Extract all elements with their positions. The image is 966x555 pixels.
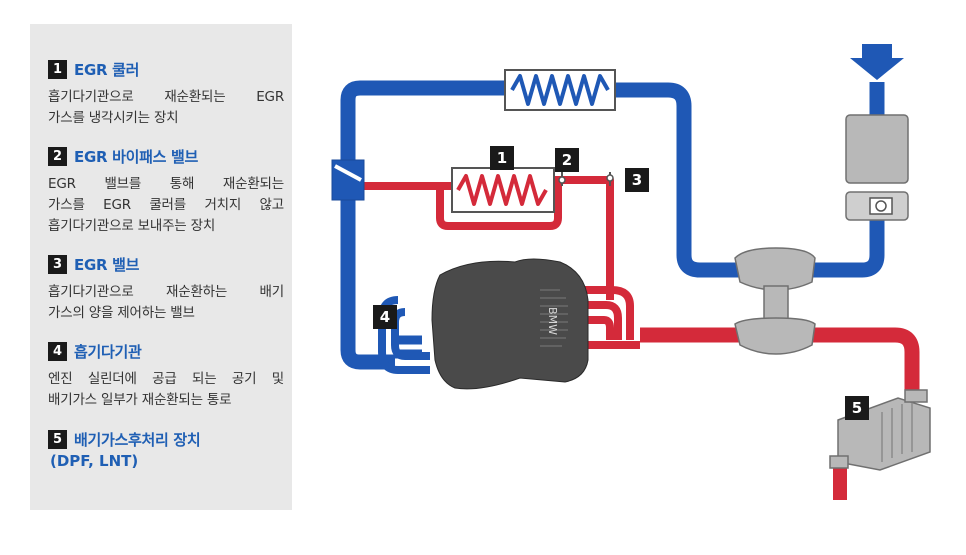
- number-badge: 5: [48, 429, 67, 449]
- legend-item-egr-valve: 3 EGR 밸브 흡기다기관으로 재순환하는 배기 가스의 양을 제어하는 밸브: [48, 253, 284, 324]
- number-badge: 4: [48, 341, 67, 361]
- desc-line: 흡기다기관으로 재순환되는 EGR: [48, 89, 284, 105]
- legend-title: EGR 바이패스 밸브: [74, 147, 199, 166]
- desc-line: 가스를 EGR 쿨러를 거치지 않고: [48, 197, 284, 213]
- bypass-valve-marker: [558, 172, 566, 186]
- legend-title: 흡기다기관: [74, 342, 142, 361]
- badge-text: 3: [632, 171, 642, 189]
- legend-item-intake-manifold: 4 흡기다기관 엔진 실린더에 공급 되는 공기 및 배기가스 일부가 재순환되…: [48, 340, 284, 411]
- legend-item-aftertreatment: 5 배기가스후처리 장치 (DPF, LNT): [48, 428, 284, 470]
- desc-line: 흡기다기관으로 보내주는 장치: [48, 218, 216, 234]
- legend-title: 배기가스후처리 장치: [74, 430, 201, 449]
- exhaust-pipes: [356, 176, 920, 500]
- engine-shape: [431, 258, 589, 390]
- intake-arrow-icon: [850, 44, 904, 80]
- legend-title: EGR 쿨러: [74, 60, 140, 79]
- intake-pipe-left-down: [340, 200, 395, 370]
- desc-line: 가스를 냉각시키는 장치: [48, 110, 179, 126]
- legend-panel: 1 EGR 쿨러 흡기다기관으로 재순환되는 EGR 가스를 냉각시키는 장치 …: [30, 24, 292, 510]
- number-badge: 3: [48, 254, 67, 274]
- turbo-compressor-housing: [734, 247, 816, 291]
- number-badge: 1: [48, 59, 67, 79]
- intake-manifold-loops: [378, 296, 430, 374]
- legend-title: EGR 밸브: [74, 255, 140, 274]
- desc-line: 배기가스 일부가 재순환되는 통로: [48, 392, 232, 408]
- badge-text: 5: [852, 399, 862, 417]
- air-filter-box: [845, 114, 909, 184]
- egr-bypass-lower: [436, 180, 562, 230]
- legend-description: 흡기다기관으로 재순환하는 배기 가스의 양을 제어하는 밸브: [48, 282, 284, 324]
- legend-description: EGR 밸브를 통해 재순환되는 가스를 EGR 쿨러를 거치지 않고 흡기다기…: [48, 174, 284, 237]
- legend-description: 엔진 실린더에 공급 되는 공기 및 배기가스 일부가 재순환되는 통로: [48, 369, 284, 411]
- turbo-turbine-housing: [734, 317, 816, 355]
- egr-cooler: [451, 167, 555, 213]
- legend-description: 흡기다기관으로 재순환되는 EGR 가스를 냉각시키는 장치: [48, 87, 284, 129]
- desc-line: 가스의 양을 제어하는 밸브: [48, 305, 195, 321]
- exhaust-manifold-loops: [580, 286, 640, 349]
- exhaust-pipe-right: [808, 327, 920, 395]
- turbocharger: [734, 247, 816, 355]
- intake-pipe-right-down: [808, 220, 885, 278]
- desc-line: 흡기다기관으로 재순환하는 배기: [48, 284, 284, 300]
- legend-subtitle: (DPF, LNT): [50, 452, 139, 470]
- badge-text: 2: [562, 151, 572, 169]
- diagram-badge-2: 2: [555, 148, 579, 172]
- intake-pipe-upper-loop: [340, 80, 505, 175]
- legend-item-egr-cooler: 1 EGR 쿨러 흡기다기관으로 재순환되는 EGR 가스를 냉각시키는 장치: [48, 58, 284, 129]
- legend-item-egr-bypass-valve: 2 EGR 바이패스 밸브 EGR 밸브를 통해 재순환되는 가스를 EGR 쿨…: [48, 145, 284, 237]
- engine-logo-text: BMW: [546, 307, 559, 335]
- diagram-badge-5: 5: [845, 396, 869, 420]
- engine-cover-ribs: [540, 289, 568, 347]
- desc-line: EGR 밸브를 통해 재순환되는: [48, 176, 284, 192]
- intake-heat-exchanger: [504, 69, 616, 111]
- diagram-badge-4: 4: [373, 305, 397, 329]
- desc-line: 엔진 실린더에 공급 되는 공기 및: [48, 371, 284, 387]
- badge-text: 4: [380, 308, 390, 326]
- badge-text: 1: [497, 149, 507, 167]
- egr-valve-marker: [606, 172, 614, 186]
- number-badge: 2: [48, 146, 67, 166]
- cooler-coil: [456, 174, 548, 206]
- intake-pipe-cooler-right: [615, 82, 745, 278]
- engine-block: BMW: [431, 258, 589, 390]
- diagram-badge-3: 3: [625, 168, 649, 192]
- diagram-badge-1: 1: [490, 146, 514, 170]
- exchanger-coil: [510, 74, 610, 106]
- air-filter-assembly: [845, 44, 909, 221]
- throttle-valve: [331, 159, 365, 201]
